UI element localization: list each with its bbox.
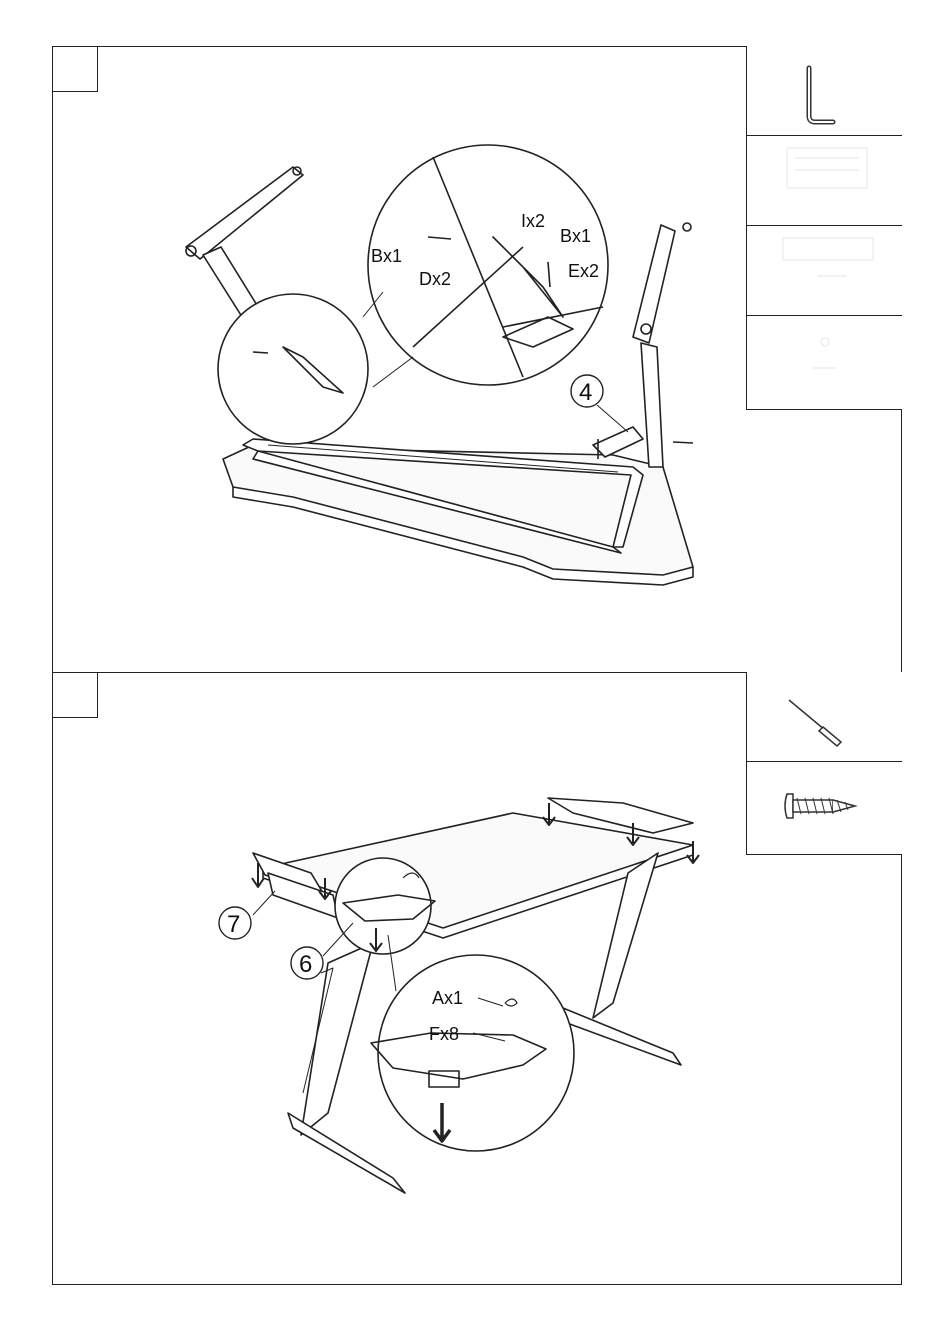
tool-cell-washer-pack (747, 226, 902, 316)
step-panel-bottom: Ax1 Fx8 7 6 (52, 672, 902, 1285)
step-panel-top: Bx1 Dx2 Ix2 Bx1 Ex2 4 (52, 46, 902, 673)
tool-cell-screwdriver (747, 672, 902, 762)
desk-frame-assembly-illustration: Bx1 Dx2 Ix2 Bx1 Ex2 4 (53, 47, 753, 674)
tool-cell-small-parts (747, 316, 902, 406)
washer-pack-icon (747, 226, 901, 316)
small-parts-icon (747, 316, 901, 406)
tool-column-bottom (746, 672, 902, 855)
tool-cell-bolt-pack (747, 136, 902, 226)
callout-dx2: Dx2 (419, 269, 451, 289)
part-number-4: 4 (579, 379, 592, 406)
tool-column-top (746, 46, 902, 410)
bolt-pack-icon (747, 136, 901, 226)
screwdriver-icon (747, 672, 901, 762)
tool-cell-allen-key (747, 46, 902, 136)
part-number-6: 6 (299, 951, 312, 978)
part-number-7: 7 (227, 911, 240, 938)
desk-leg-cover-illustration: Ax1 Fx8 7 6 (53, 673, 753, 1286)
wood-screw-icon (747, 762, 901, 852)
allen-key-icon (747, 46, 901, 136)
callout-ex2: Ex2 (568, 261, 599, 281)
callout-ax1: Ax1 (432, 988, 463, 1008)
callout-fx8: Fx8 (429, 1024, 459, 1044)
callout-bx1-left: Bx1 (371, 246, 402, 266)
callout-bx1-right: Bx1 (560, 226, 591, 246)
callout-ix2: Ix2 (521, 211, 545, 231)
tool-cell-wood-screw (747, 762, 902, 852)
